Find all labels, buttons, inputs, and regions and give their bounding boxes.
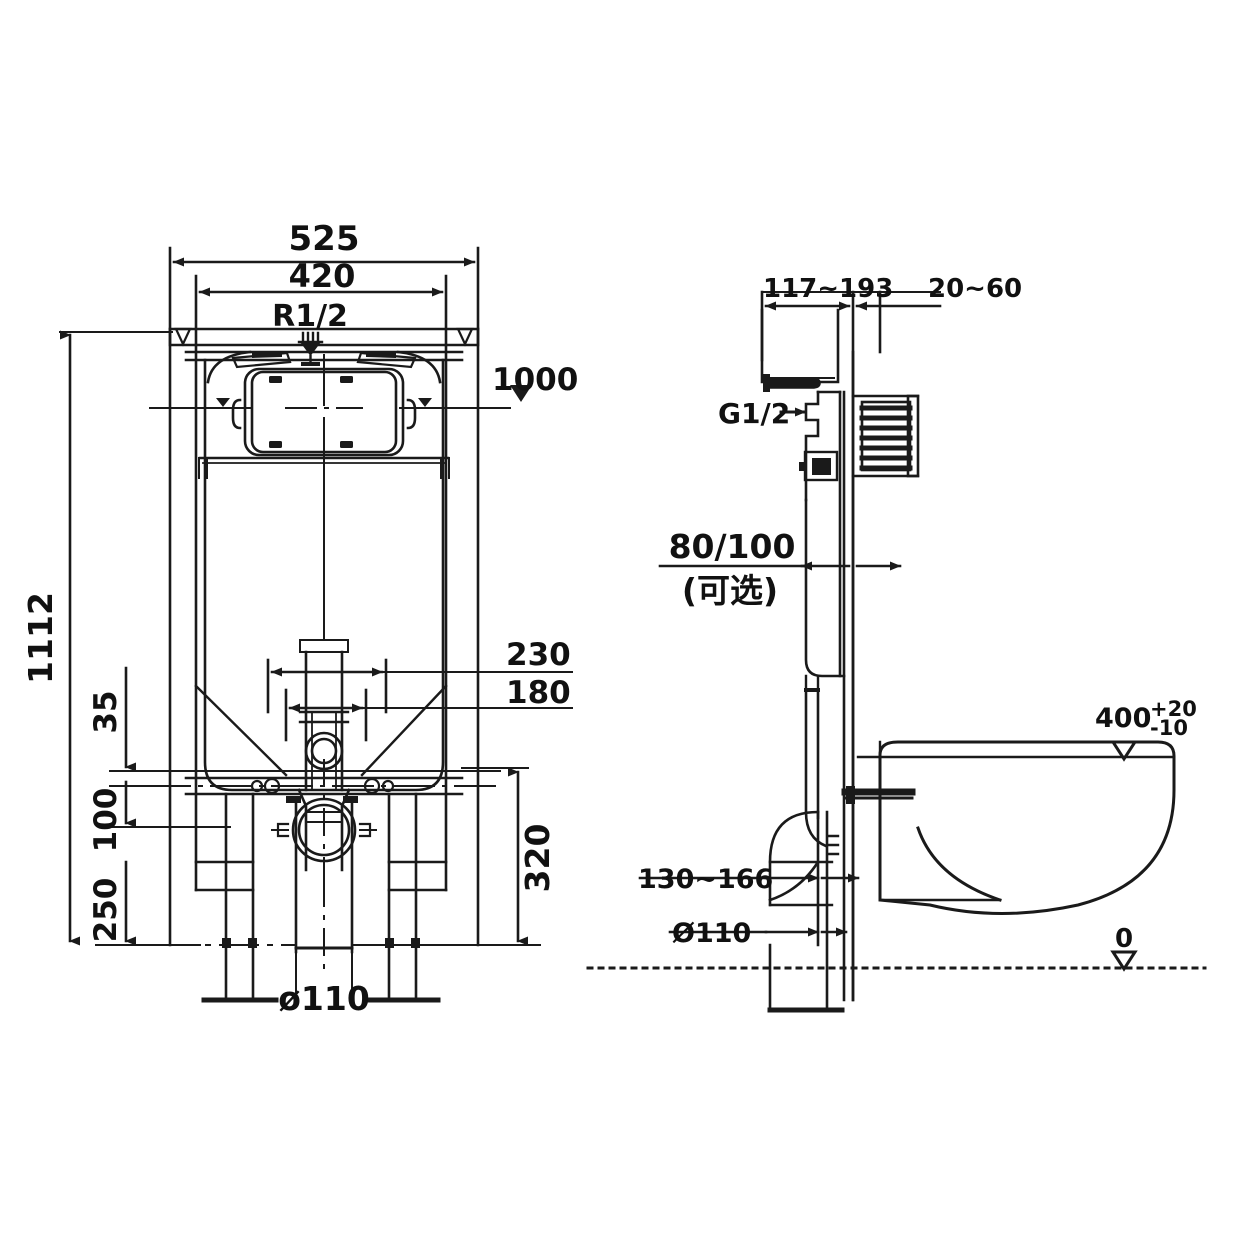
labels-group: 525 420 R1/2 1000 1112 35 100 250 230 18…: [21, 219, 1197, 1018]
dim-label-r12: R1/2: [272, 299, 348, 334]
cistern-shoulder-right: [396, 350, 442, 384]
leg-right: [387, 792, 418, 1002]
cistern-valve-block: [799, 450, 839, 482]
frame-corner-bracket-right: [456, 327, 474, 347]
inlet-valve-assembly: [763, 374, 821, 392]
dim-label-o110-front: ø110: [278, 979, 370, 1018]
dim-label-g12: G1/2: [718, 397, 790, 430]
dim-label-117-193: 117~193: [763, 274, 893, 304]
dim-label-35: 35: [88, 690, 124, 733]
cistern-top-plate-left: [231, 351, 292, 369]
flush-plate-housing: [851, 394, 920, 478]
cistern-lug-left: [198, 457, 208, 479]
level-marker-0: [1111, 950, 1137, 971]
cistern-shoulder-left: [206, 350, 252, 384]
brace-diagonal-right: [360, 684, 448, 777]
waste-pipe-circle-outer: [291, 797, 357, 863]
front-view-group: [59, 246, 573, 1007]
dim-label-250: 250: [88, 878, 124, 943]
cistern-tank-outline: [203, 358, 445, 792]
dim-label-o110-side: Ø110: [672, 918, 751, 949]
dim-label-180: 180: [506, 675, 571, 711]
flush-connector-outer: [304, 731, 344, 771]
cistern-top-box: [760, 308, 840, 384]
flush-pipe-collar: [299, 639, 349, 653]
dim-label-130-166: 130~166: [638, 864, 773, 895]
dim-label-80-100-note: (可选): [682, 571, 778, 610]
leg-anchor-plates: [222, 938, 420, 948]
cistern-top-plate-right: [356, 351, 417, 369]
dim-label-525: 525: [289, 219, 360, 259]
waste-stack-hatch: [826, 834, 840, 856]
dim-label-400-tol-plus: +20: [1150, 697, 1197, 721]
cistern-left-profile-lower: [804, 498, 846, 678]
inspection-tab-right: [406, 398, 417, 430]
waste-elbow-outer: [768, 810, 820, 907]
mount-studs: [286, 796, 358, 803]
mount-bolt-holes: [250, 777, 395, 795]
frame-corner-bracket-left: [174, 327, 192, 347]
waste-elbow-inner-curve: [768, 860, 820, 902]
dim-label-20-60: 20~60: [928, 274, 1022, 304]
side-view-group: [586, 290, 1207, 1013]
inspection-screws: [269, 376, 353, 448]
dim-label-1112: 1112: [21, 592, 60, 684]
flush-pipe-side-left: [804, 688, 828, 848]
waste-pipe-body: [294, 800, 354, 954]
dim-label-1000: 1000: [492, 362, 578, 398]
dim-label-100: 100: [88, 788, 124, 853]
flush-pipe-collar-side: [804, 674, 820, 692]
waste-pipe-circle-inner: [297, 803, 351, 857]
dim-label-80-100: 80/100: [669, 527, 796, 566]
dim-label-datum-0: 0: [1115, 924, 1133, 954]
dim-label-400-tol-minus: -10: [1150, 716, 1188, 740]
inspection-tab-left: [231, 398, 242, 430]
flush-connector-inner: [310, 737, 338, 765]
flush-pipe-mid: [304, 650, 344, 714]
brace-diagonal-left: [194, 684, 288, 777]
dim-label-420: 420: [289, 257, 356, 295]
cistern-left-profile-notch: [804, 390, 820, 502]
dim-label-320: 320: [518, 824, 557, 893]
cistern-lug-right: [440, 457, 450, 479]
level-1000-flag: [510, 385, 532, 402]
leg-left: [224, 792, 255, 1002]
dim-label-230: 230: [506, 637, 571, 673]
toilet-bowl-outline: [878, 740, 1176, 915]
bowl-inner-curve: [916, 826, 1002, 902]
dim-label-400: 400: [1095, 703, 1151, 734]
level-markers-1000: [216, 398, 432, 407]
